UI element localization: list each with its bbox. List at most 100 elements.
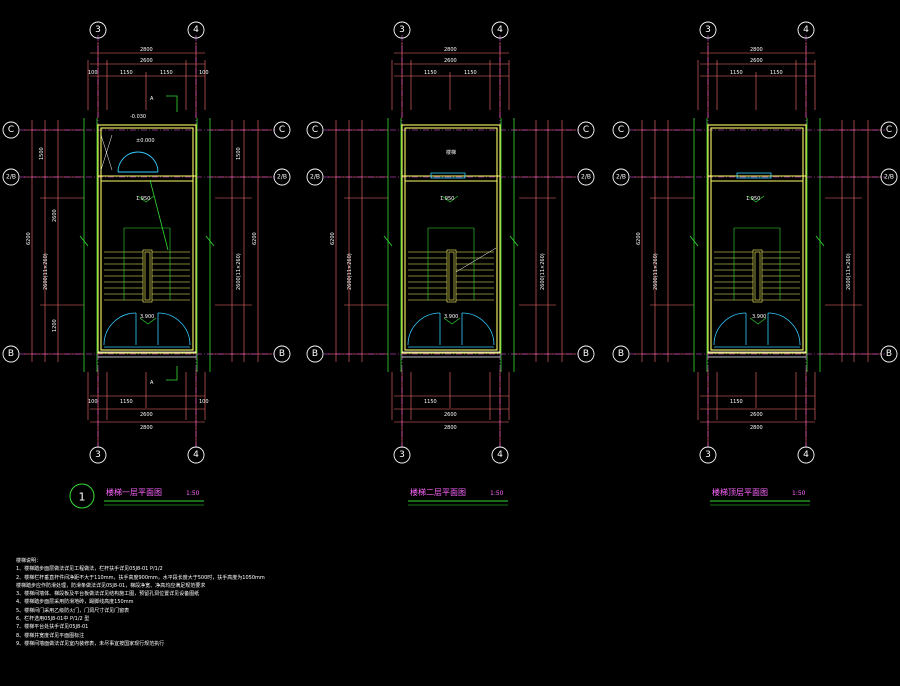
svg-text:2/B: 2/B	[277, 174, 287, 181]
svg-text:6200: 6200	[252, 232, 258, 245]
svg-text:2/B: 2/B	[884, 174, 894, 181]
svg-text:1.950: 1.950	[746, 196, 760, 202]
svg-text:1200: 1200	[52, 319, 58, 332]
svg-text:4: 4	[803, 450, 809, 460]
svg-text:B: B	[618, 349, 624, 359]
svg-text:楼梯顶层平面图: 楼梯顶层平面图	[712, 487, 768, 497]
svg-text:100: 100	[199, 70, 209, 76]
axis-bubbles-plan-2: 3 4 3 4 C 2/B B C 2/B B	[306, 21, 595, 464]
svg-text:3: 3	[399, 450, 405, 460]
svg-text:1:50: 1:50	[490, 490, 504, 497]
axis-bubbles-plan-1: 3 4 3 4 C 2/B B C 2/B B	[2, 21, 291, 464]
svg-text:2800: 2800	[140, 425, 153, 431]
svg-text:2600: 2600	[750, 58, 763, 64]
svg-text:2600: 2600	[140, 412, 153, 418]
svg-text:C: C	[886, 125, 892, 135]
note-item: 5、楼梯间门采用乙级防火门，门洞尺寸详见门窗表	[16, 607, 130, 614]
svg-text:2800: 2800	[444, 47, 457, 53]
svg-text:3.900: 3.900	[444, 314, 458, 320]
plan-3	[629, 34, 886, 451]
svg-text:C: C	[583, 125, 589, 135]
note-item: 6、栏杆选用05J8-01中 P/1/2 型	[16, 616, 90, 623]
svg-text:B: B	[312, 349, 318, 359]
svg-text:2/B: 2/B	[581, 174, 591, 181]
svg-text:1150: 1150	[730, 70, 743, 76]
svg-text:3.900: 3.900	[140, 314, 154, 320]
svg-text:1150: 1150	[120, 399, 133, 405]
section-mark-top: A	[150, 96, 154, 102]
note-item: 3、楼梯间墙体、梯段板及平台板做法详见结构施工图，预留孔洞位置详见设备图纸	[16, 591, 200, 598]
svg-text:2600(11×260): 2600(11×260)	[347, 253, 353, 290]
svg-text:3: 3	[95, 25, 101, 35]
svg-text:100: 100	[88, 70, 98, 76]
svg-text:4: 4	[193, 25, 199, 35]
svg-text:1150: 1150	[730, 399, 743, 405]
svg-text:1150: 1150	[424, 70, 437, 76]
svg-text:2600: 2600	[750, 412, 763, 418]
stair-notes: 楼梯说明： 1、楼梯踏步面层做法详见工程做法，栏杆扶手详见05J8-01 P/1…	[16, 557, 616, 648]
plan-2	[323, 34, 580, 451]
svg-text:2600: 2600	[444, 412, 457, 418]
svg-text:1150: 1150	[120, 70, 133, 76]
svg-text:4: 4	[497, 450, 503, 460]
svg-text:3.900: 3.900	[752, 314, 766, 320]
svg-text:6200: 6200	[636, 232, 642, 245]
svg-text:1.950: 1.950	[440, 196, 454, 202]
svg-text:4: 4	[193, 450, 199, 460]
svg-text:2800: 2800	[750, 425, 763, 431]
svg-text:B: B	[8, 349, 14, 359]
svg-text:B: B	[279, 349, 285, 359]
svg-text:1: 1	[79, 491, 86, 504]
plan-1: A A	[19, 34, 276, 451]
svg-text:C: C	[279, 125, 285, 135]
svg-text:2600: 2600	[52, 209, 58, 222]
note-item: 2、楼梯栏杆垂直杆件间净距不大于110mm，扶手高度900mm，水平段长度大于5…	[16, 574, 265, 581]
svg-text:1:50: 1:50	[792, 490, 806, 497]
dimension-texts-plan-3: 2800 2600 1150 1150 1150 2600 2800 6200 …	[636, 47, 852, 431]
note-item: 4、楼梯踏步面层采用防滑地砖，踢脚线高度150mm	[16, 599, 134, 606]
svg-text:1500: 1500	[236, 147, 242, 160]
svg-text:3: 3	[399, 25, 405, 35]
svg-text:C: C	[312, 125, 318, 135]
svg-text:2/B: 2/B	[616, 174, 626, 181]
svg-text:1150: 1150	[464, 70, 477, 76]
notes-heading: 楼梯说明：	[16, 558, 42, 564]
svg-text:2600(11×260): 2600(11×260)	[653, 253, 659, 290]
svg-text:2600: 2600	[444, 58, 457, 64]
svg-text:2600(11×260): 2600(11×260)	[236, 253, 242, 290]
svg-text:3: 3	[705, 25, 711, 35]
room-label: 楼梯	[446, 149, 456, 156]
svg-text:2/B: 2/B	[310, 174, 320, 181]
note-item: 7、楼梯平台处扶手详见05J8-01	[16, 624, 89, 631]
plan-title-2: 楼梯二层平面图 1:50	[408, 487, 508, 506]
svg-text:2800: 2800	[750, 47, 763, 53]
axis-bubbles-plan-3: 3 4 3 4 C 2/B B C 2/B B	[612, 21, 898, 464]
note-item: 楼梯踏步应作防滑处理，防滑条做法详见05J8-01，梯段净宽、净高均应满足规范要…	[16, 582, 206, 589]
svg-text:2600: 2600	[140, 58, 153, 64]
svg-text:±0.000: ±0.000	[136, 138, 155, 144]
svg-text:2/B: 2/B	[6, 174, 16, 181]
svg-text:100: 100	[199, 399, 209, 405]
note-item: 1、楼梯踏步面层做法详见工程做法，栏杆扶手详见05J8-01 P/1/2	[16, 566, 163, 573]
svg-text:2800: 2800	[444, 425, 457, 431]
svg-text:C: C	[8, 125, 14, 135]
svg-text:100: 100	[88, 399, 98, 405]
svg-text:3: 3	[705, 450, 711, 460]
svg-text:1.950: 1.950	[136, 196, 150, 202]
svg-text:2800: 2800	[140, 47, 153, 53]
svg-text:2600(11×260): 2600(11×260)	[846, 253, 852, 290]
svg-text:1:50: 1:50	[186, 490, 200, 497]
dimension-texts-plan-2: 2800 2600 1150 1150 1150 2600 2800 6200 …	[330, 47, 546, 431]
dimension-texts-plan-1: 2800 2600 1150 1150 100 100 1150 2600 28…	[26, 47, 258, 431]
svg-text:B: B	[886, 349, 892, 359]
svg-text:2600(11×260): 2600(11×260)	[540, 253, 546, 290]
svg-text:B: B	[583, 349, 589, 359]
svg-text:1150: 1150	[160, 70, 173, 76]
plan-title-3: 楼梯顶层平面图 1:50	[710, 487, 810, 506]
svg-text:3: 3	[95, 450, 101, 460]
svg-text:-0.030: -0.030	[130, 114, 146, 120]
svg-text:1150: 1150	[770, 70, 783, 76]
note-item: 9、楼梯间墙面做法详见室内装修表，未尽事宜按国家现行规范执行	[16, 640, 165, 647]
plan-title-1: 1 楼梯一层平面图 1:50	[69, 483, 204, 509]
